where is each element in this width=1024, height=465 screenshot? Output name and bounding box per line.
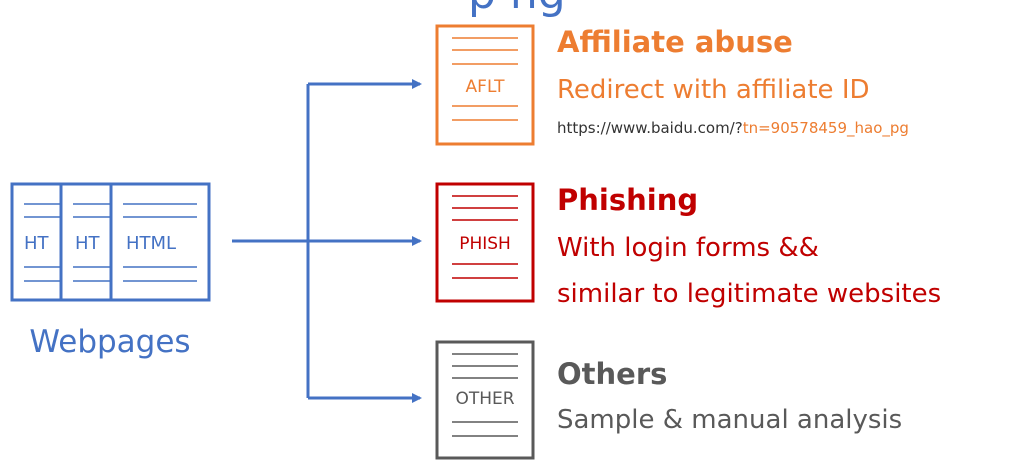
webpage-doc-1-label: HT xyxy=(24,233,50,254)
category-phishing: PHISH Phishing With login forms && simil… xyxy=(435,182,941,309)
category-others: OTHER Others Sample & manual analysis xyxy=(435,340,902,460)
cropped-heading: p ng xyxy=(468,0,566,19)
webpages-stack: HT HT HTML Webpages xyxy=(10,182,211,360)
affiliate-description: Redirect with affiliate ID xyxy=(557,75,870,105)
others-description: Sample & manual analysis xyxy=(557,405,902,435)
phish-document: PHISH xyxy=(435,182,535,303)
webpage-doc-3: HTML xyxy=(109,182,211,302)
phish-document-label: PHISH xyxy=(459,234,511,254)
phishing-description-line-1: With login forms && xyxy=(557,233,819,263)
affiliate-title: Affiliate abuse xyxy=(557,25,793,59)
webpage-doc-2-label: HT xyxy=(75,233,101,254)
other-document: OTHER xyxy=(435,340,535,460)
aflt-document: AFLT xyxy=(435,24,535,146)
phishing-title: Phishing xyxy=(557,183,698,217)
other-document-label: OTHER xyxy=(455,389,514,409)
phishing-description-line-2: similar to legitimate websites xyxy=(557,279,941,309)
connector-arrows xyxy=(232,79,422,403)
affiliate-example-url: https://www.baidu.com/?tn=90578459_hao_p… xyxy=(557,119,909,138)
category-affiliate: AFLT Affiliate abuse Redirect with affil… xyxy=(435,24,909,146)
affiliate-url-param: tn=90578459_hao_pg xyxy=(743,119,909,138)
affiliate-url-prefix: https://www.baidu.com/? xyxy=(557,119,743,137)
webpages-caption: Webpages xyxy=(29,324,190,360)
webpage-doc-3-label: HTML xyxy=(126,233,176,254)
others-title: Others xyxy=(557,357,667,391)
aflt-document-label: AFLT xyxy=(466,77,506,97)
